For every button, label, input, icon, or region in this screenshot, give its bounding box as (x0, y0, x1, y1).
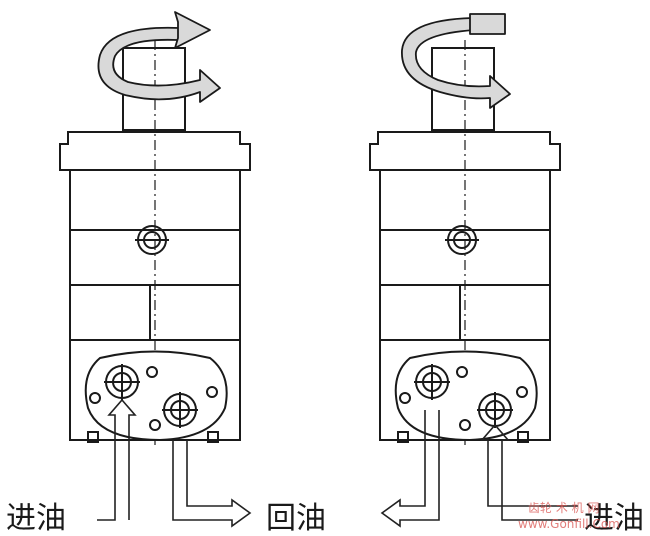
right-oil-lines (380, 410, 578, 528)
right-inlet-label: 进油 (584, 501, 644, 536)
right-motor (369, 40, 561, 445)
watermark-url: www.Gonfill.Com (518, 517, 620, 531)
right-inlet-pipe (480, 423, 578, 521)
right-return-pipe (380, 410, 440, 528)
left-rotation-arrow (97, 11, 221, 103)
right-rotation-arrow-tail (469, 13, 506, 35)
left-rotation-arrow-head (174, 11, 211, 49)
left-return-pipe (172, 440, 252, 528)
left-rotation-arrow-body (97, 26, 221, 103)
left-mount-flange (59, 131, 251, 171)
right-end-plate (394, 350, 538, 442)
left-inlet-label: 进油 (6, 501, 66, 536)
right-mount-flange (369, 131, 561, 171)
left-inlet-pipe (97, 398, 137, 521)
left-oil-lines (97, 398, 252, 528)
left-end-plate (84, 350, 228, 442)
right-rotation-arrow (401, 13, 511, 109)
return-oil-label: 回油 (266, 501, 326, 536)
left-motor (59, 40, 251, 445)
right-rotation-arrow-body (401, 17, 511, 109)
watermark-title: 齿轮 术 机 网 (528, 501, 599, 515)
